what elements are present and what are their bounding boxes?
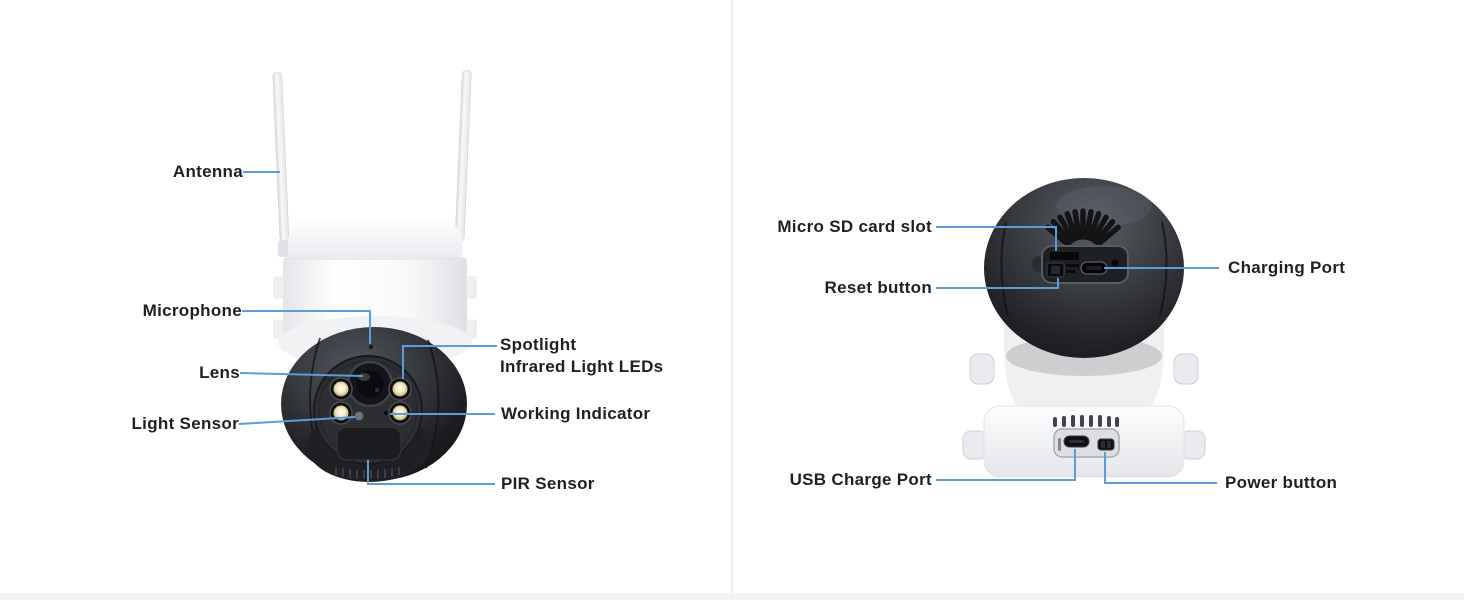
callout-line-usb-charge-port	[936, 449, 1076, 481]
label-usb-charge-port: USB Charge Port	[789, 470, 932, 489]
callout-line-microphone	[242, 310, 371, 344]
callout-line-light-sensor	[238, 416, 356, 425]
microphone-hole	[368, 344, 374, 350]
base-vents	[1053, 415, 1119, 427]
antenna-left-illustration	[272, 71, 292, 257]
callout-lines	[238, 171, 1219, 485]
camera-front-illustration	[272, 69, 477, 482]
label-micro-sd-card-slot: Micro SD card slot	[777, 217, 932, 236]
label-lens: Lens	[199, 363, 240, 382]
callout-line-micro-sd	[936, 226, 1057, 251]
sd-card-slot	[1050, 252, 1079, 260]
callout-line-power-button	[1104, 452, 1217, 484]
callout-line-reset	[936, 278, 1059, 289]
io-panel	[1032, 245, 1129, 284]
vent-grille	[1045, 208, 1121, 247]
light-sensor-dot	[354, 411, 364, 421]
power-button-illustration	[1097, 438, 1115, 451]
label-spotlight-line2: Infrared Light LEDs	[500, 357, 664, 376]
label-working-indicator: Working Indicator	[501, 404, 651, 423]
head-ridge-texture	[335, 467, 400, 479]
reset-button-illustration	[1046, 262, 1065, 278]
callout-line-spotlight	[402, 345, 497, 379]
pir-sensor-window	[336, 426, 402, 461]
label-pir-sensor: PIR Sensor	[501, 474, 595, 493]
label-light-sensor: Light Sensor	[131, 414, 239, 433]
working-indicator-dot	[383, 410, 389, 416]
label-power-button: Power button	[1225, 473, 1338, 492]
label-charging-port: Charging Port	[1228, 258, 1346, 277]
back-sphere	[984, 178, 1184, 358]
label-antenna: Antenna	[172, 162, 243, 181]
usb-c-port	[1063, 435, 1090, 448]
micro-usb-port	[1080, 261, 1108, 275]
label-spotlight: Spotlight Infrared Light LEDs	[500, 334, 663, 378]
label-reset-button: Reset button	[824, 278, 932, 297]
label-spotlight-line1: Spotlight	[500, 335, 577, 354]
camera-head	[281, 327, 467, 482]
camera-base	[962, 405, 1206, 478]
callout-line-pir-sensor	[367, 460, 495, 485]
bottom-strip	[0, 593, 1464, 600]
camera-back-illustration	[962, 178, 1206, 478]
callout-line-lens	[239, 372, 364, 377]
label-microphone: Microphone	[142, 301, 242, 320]
lens-illustration	[346, 360, 394, 408]
section-divider	[731, 0, 733, 593]
